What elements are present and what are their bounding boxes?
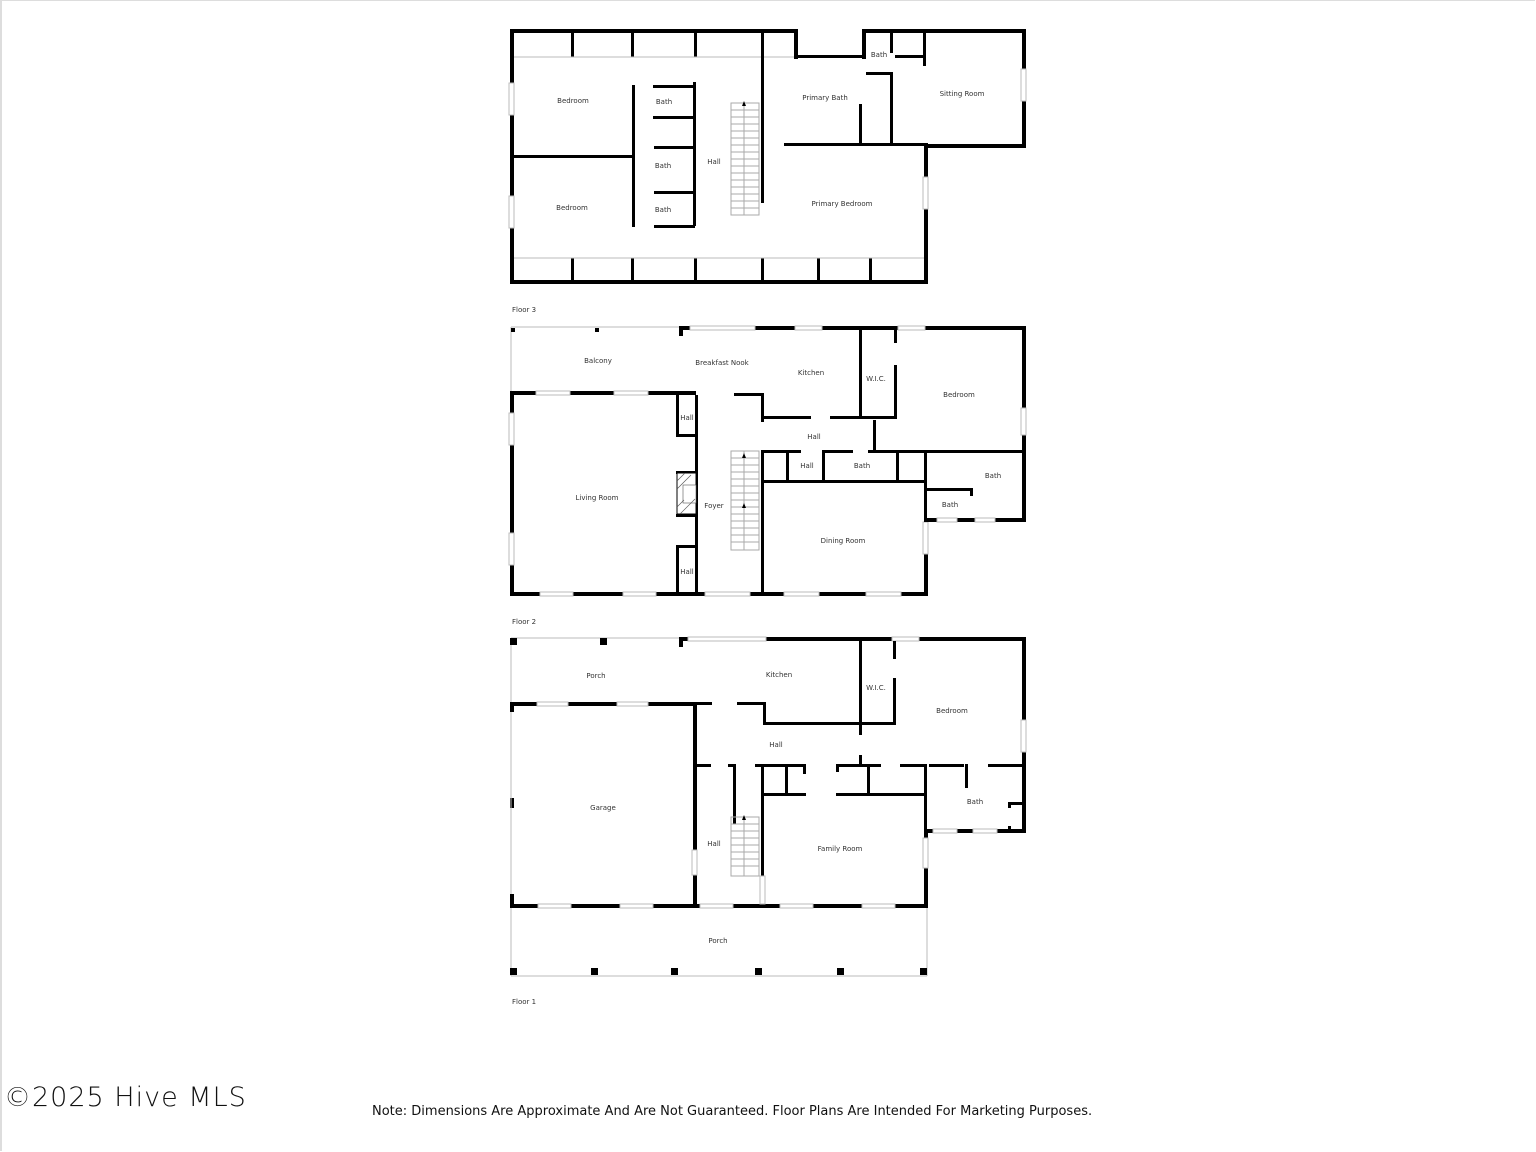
floor-label: Floor 2 (512, 618, 536, 626)
room-label: Hall (680, 414, 693, 422)
room-label: Bedroom (936, 707, 968, 715)
room-label: W.I.C. (866, 684, 886, 692)
room-label: Living Room (576, 494, 619, 502)
room-label: Bedroom (556, 204, 588, 212)
stair-up-arrow-icon (742, 815, 746, 820)
floor-label: Floor 1 (512, 998, 536, 1006)
copyright-watermark: ©2025 Hive MLS (4, 1082, 247, 1113)
room-label: Porch (708, 937, 727, 945)
room-label: Sitting Room (940, 90, 985, 98)
room-label: Bath (655, 206, 671, 214)
room-label: Hall (707, 158, 720, 166)
room-label: Primary Bedroom (812, 200, 873, 208)
room-label: Bath (656, 98, 672, 106)
room-label: Breakfast Nook (695, 359, 749, 367)
room-label: Primary Bath (802, 94, 848, 102)
room-label: Family Room (818, 845, 863, 853)
room-label: Hall (769, 741, 782, 749)
stair-up-arrow-icon (742, 101, 746, 106)
room-label: Hall (680, 568, 693, 576)
room-label: Hall (707, 840, 720, 848)
stair-up-arrow-icon (742, 503, 746, 508)
floor-1-plan: Porch Kitchen W.I.C. Bedroom Hall Garage… (510, 636, 1027, 1006)
room-label: Kitchen (798, 369, 824, 377)
room-label: Bath (985, 472, 1001, 480)
room-label: Porch (586, 672, 605, 680)
room-label: Balcony (584, 357, 612, 365)
room-label: Foyer (704, 502, 724, 510)
room-label: Kitchen (766, 671, 792, 679)
room-label: Bedroom (943, 391, 975, 399)
floor-3-plan: Bedroom Bedroom Bath Bath Bath Hall Prim… (508, 29, 1027, 314)
room-label: Bath (854, 462, 870, 470)
room-label: Hall (807, 433, 820, 441)
room-label: Bedroom (557, 97, 589, 105)
stair-up-arrow-icon (742, 453, 746, 458)
room-label: Bath (655, 162, 671, 170)
room-label: W.I.C. (866, 375, 886, 383)
room-label: Bath (871, 51, 887, 59)
floor-2-plan: Balcony Breakfast Nook Kitchen W.I.C. Be… (508, 325, 1027, 626)
room-label: Dining Room (821, 537, 866, 545)
room-label: Hall (800, 462, 813, 470)
room-label: Bath (942, 501, 958, 509)
floor-label: Floor 3 (512, 306, 536, 314)
room-label: Bath (967, 798, 983, 806)
room-label: Garage (590, 804, 616, 812)
disclaimer-note: Note: Dimensions Are Approximate And Are… (372, 1104, 1093, 1119)
